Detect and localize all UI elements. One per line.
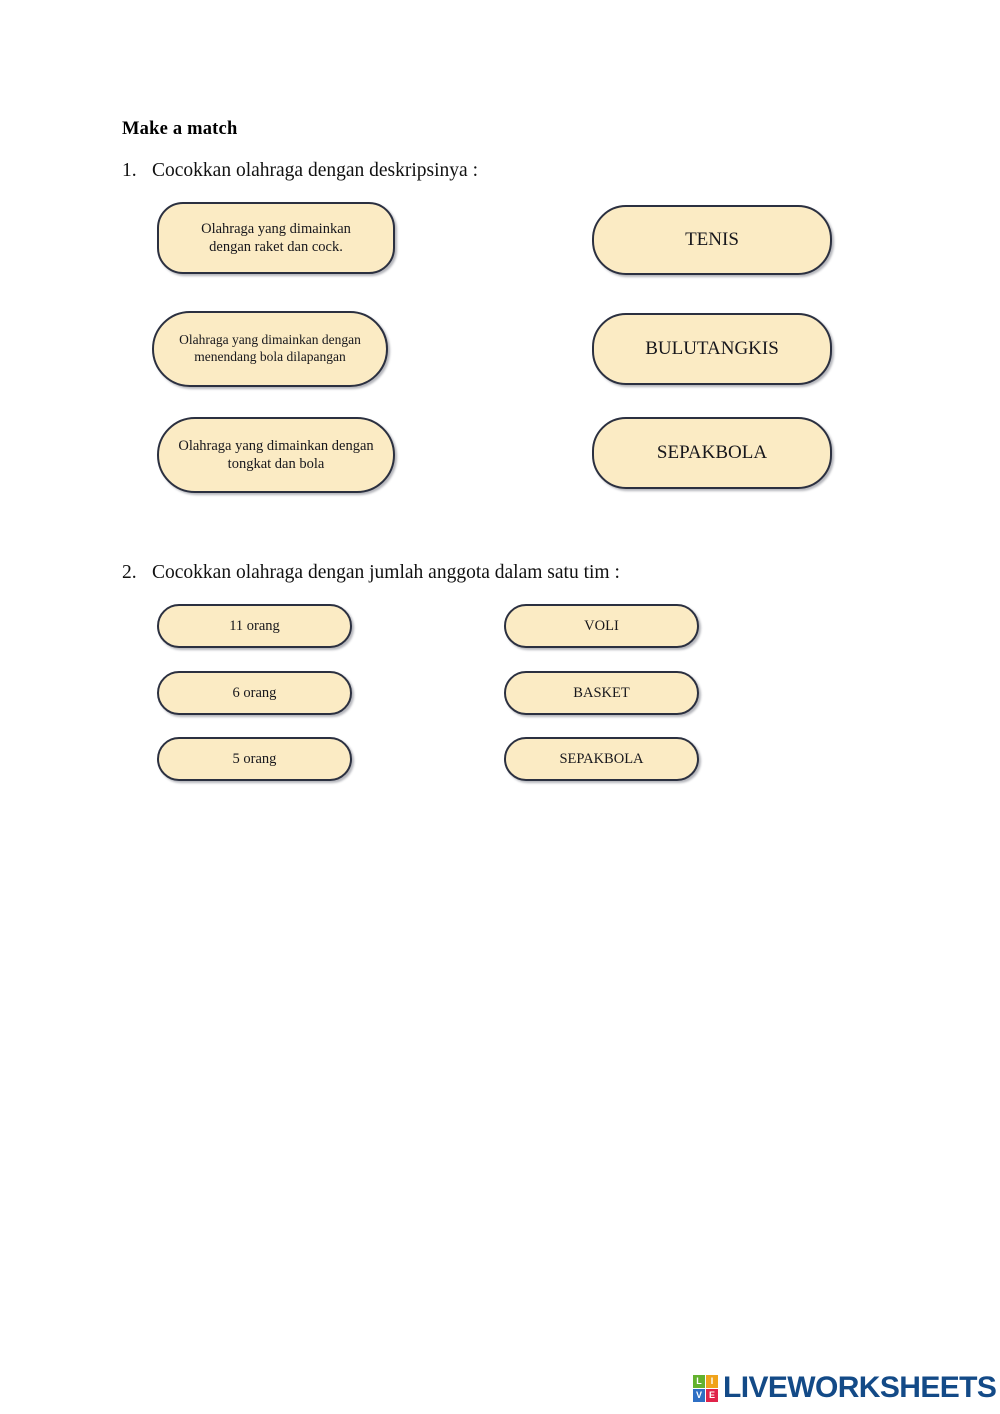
q1-right-option-1[interactable]: TENIS <box>592 205 832 275</box>
question-1-number: 1. <box>122 160 137 181</box>
question-2-prompt: 2. Cocokkan olahraga dengan jumlah anggot… <box>122 562 620 584</box>
question-2-number: 2. <box>122 562 137 583</box>
page-title: Make a match <box>122 119 238 139</box>
q1-left-option-2[interactable]: Olahraga yang dimainkan dengan menendang… <box>152 311 388 387</box>
q2-right-option-1[interactable]: VOLI <box>504 604 699 648</box>
question-1-prompt: 1. Cocokkan olahraga dengan deskripsinya … <box>122 160 478 182</box>
q2-right-option-3[interactable]: SEPAKBOLA <box>504 737 699 781</box>
logo-tile-l: L <box>693 1374 705 1388</box>
logo-tiles-icon: L I V E <box>693 1374 718 1402</box>
q1-right-option-3[interactable]: SEPAKBOLA <box>592 417 832 489</box>
question-2-text: Cocokkan olahraga dengan jumlah anggota … <box>152 562 620 583</box>
logo-tile-e: E <box>706 1388 718 1402</box>
q2-left-option-1[interactable]: 11 orang <box>157 604 352 648</box>
liveworksheets-logo: L I V E LIVEWORKSHEETS <box>693 1371 997 1404</box>
q1-left-option-3[interactable]: Olahraga yang dimainkan dengan tongkat d… <box>157 417 395 493</box>
q2-left-option-2[interactable]: 6 orang <box>157 671 352 715</box>
q1-right-option-2[interactable]: BULUTANGKIS <box>592 313 832 385</box>
q2-right-option-2[interactable]: BASKET <box>504 671 699 715</box>
question-1-text: Cocokkan olahraga dengan deskripsinya : <box>152 160 478 181</box>
logo-wordmark: LIVEWORKSHEETS <box>723 1371 997 1404</box>
logo-tile-v: V <box>693 1388 705 1402</box>
q2-left-option-3[interactable]: 5 orang <box>157 737 352 781</box>
logo-tile-i: I <box>706 1374 718 1388</box>
q1-left-option-1[interactable]: Olahraga yang dimainkan dengan raket dan… <box>157 202 395 274</box>
